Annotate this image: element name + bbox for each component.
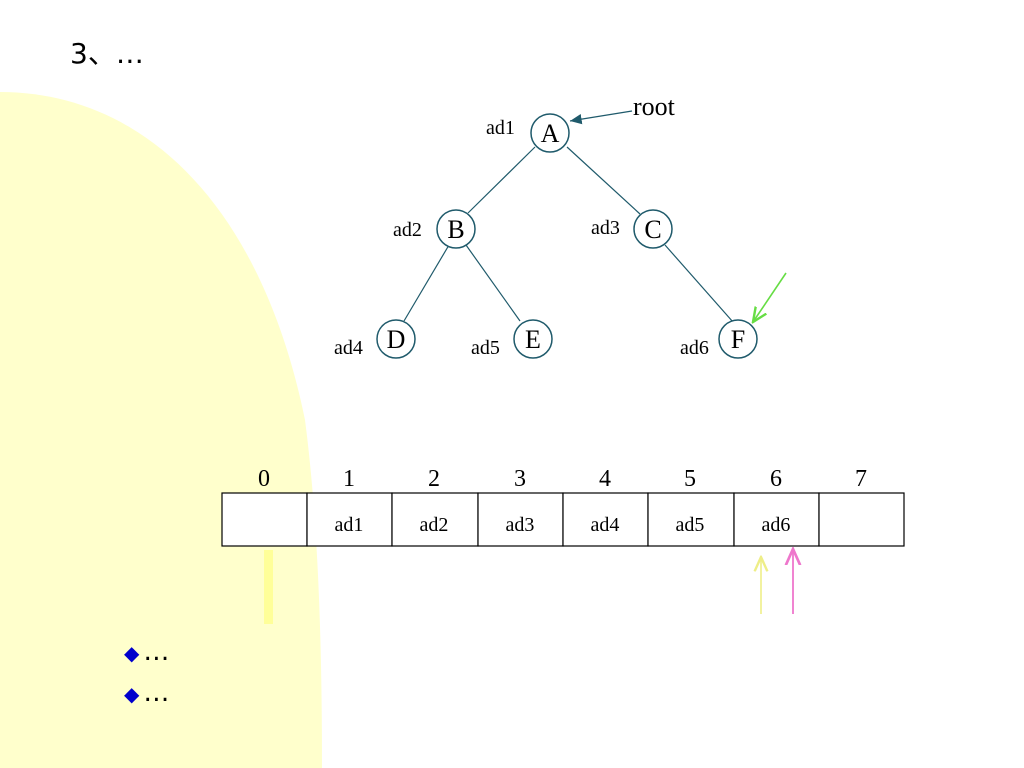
diamond-bullet-icon: ◆: [124, 682, 140, 706]
edge-A-C: [566, 146, 641, 215]
queue-cell-6: ad6: [733, 492, 820, 547]
tree-node-F: F: [718, 319, 758, 359]
queue-cell-0: [221, 492, 308, 547]
edge-C-F: [664, 244, 734, 323]
queue-cell-3: ad3: [477, 492, 564, 547]
root-arrow: [569, 110, 633, 125]
queue-index: 6: [770, 466, 782, 492]
address-A: ad1: [486, 117, 515, 139]
node-label: C: [644, 215, 661, 244]
queue-cell-1: ad1: [306, 492, 393, 547]
queue-index: 7: [855, 466, 867, 492]
queue-cell-2: ad2: [391, 492, 479, 547]
tree-node-E: E: [513, 319, 553, 359]
node-label: E: [525, 325, 541, 354]
front-pointer-bar: [264, 550, 273, 624]
address-B: ad2: [393, 219, 422, 241]
slide-title: 3、…: [70, 37, 144, 70]
queue-cell-4: ad4: [562, 492, 649, 547]
node-addresses: ad1 ad2 ad3 ad4 ad5 ad6: [334, 117, 709, 359]
node-label: A: [541, 119, 560, 148]
queue-index: 4: [599, 466, 611, 492]
root-pointer: root: [569, 92, 676, 125]
queue-cell-value: ad6: [762, 514, 791, 536]
queue-cell-value: ad5: [676, 514, 705, 536]
queue-cell-value: ad2: [420, 514, 449, 536]
queue-cell-7: [818, 492, 905, 547]
queue-cell-5: ad5: [647, 492, 735, 547]
queue-indices: 0 1 2 3 4 5 6 7: [258, 466, 867, 492]
edge-B-D: [403, 244, 450, 322]
node-label: F: [731, 325, 745, 354]
bullet-item: ◆…: [124, 673, 169, 714]
edge-A-B: [467, 146, 536, 214]
queue-index: 5: [684, 466, 696, 492]
address-E: ad5: [471, 337, 500, 359]
edge-B-E: [465, 244, 521, 322]
queue-index: 1: [343, 466, 355, 492]
green-arrow: [753, 272, 787, 322]
bullet-text: …: [143, 637, 170, 667]
tree-node-D: D: [376, 319, 416, 359]
queue-array: ad1 ad2 ad3 ad4 ad5 ad6: [221, 492, 905, 547]
address-D: ad4: [334, 337, 363, 359]
tree-edges: [403, 146, 734, 323]
queue-index: 0: [258, 466, 270, 492]
background-blob: [0, 92, 322, 768]
tree-node-B: B: [436, 209, 476, 249]
tree-node-A: A: [530, 113, 570, 153]
queue-cell-value: ad4: [591, 514, 620, 536]
bullet-item: ◆…: [124, 632, 169, 673]
root-label: root: [633, 92, 676, 121]
node-label: B: [447, 215, 464, 244]
tree-node-C: C: [633, 209, 673, 249]
queue-index: 2: [428, 466, 440, 492]
bullet-text: …: [143, 678, 170, 708]
queue-cell-value: ad1: [335, 514, 364, 536]
diamond-bullet-icon: ◆: [124, 641, 140, 665]
bullet-list: ◆… ◆…: [124, 632, 169, 714]
address-C: ad3: [591, 217, 620, 239]
queue-index: 3: [514, 466, 526, 492]
node-label: D: [387, 325, 406, 354]
queue-cell-value: ad3: [506, 514, 535, 536]
address-F: ad6: [680, 337, 709, 359]
